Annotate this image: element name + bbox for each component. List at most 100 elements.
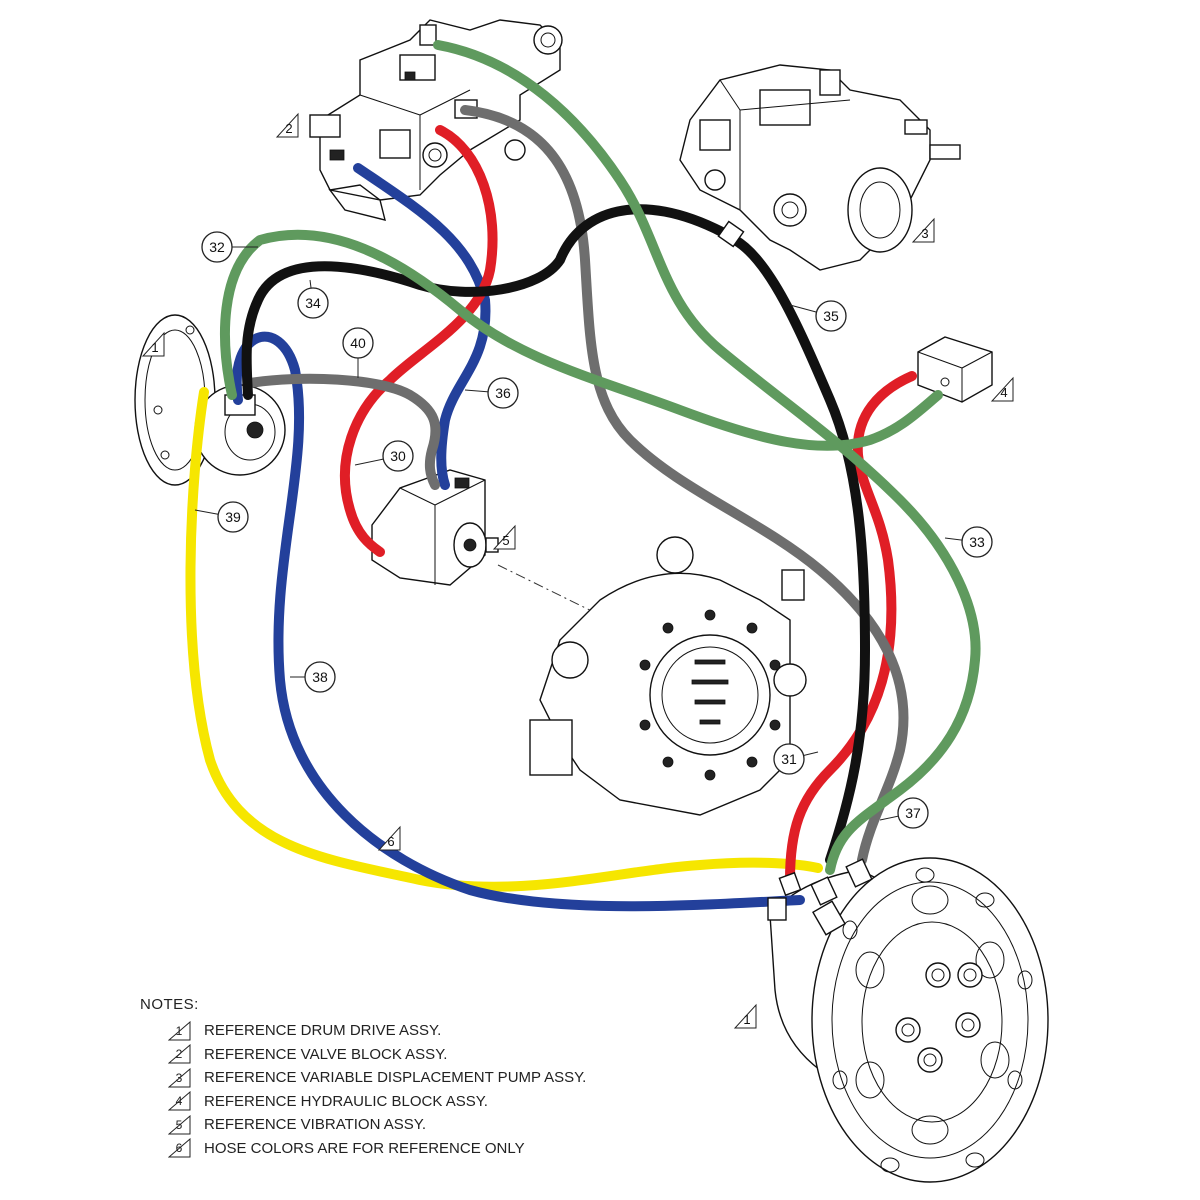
- reference-triangle-1: 1: [141, 331, 165, 357]
- callout-number: 34: [305, 295, 321, 311]
- notes-heading: NOTES:: [140, 996, 199, 1013]
- triangle-number: 1: [743, 1012, 750, 1027]
- hose-34-black: [730, 235, 870, 865]
- note-triangle-icon: 4: [168, 1091, 192, 1111]
- callout-number: 36: [495, 385, 511, 401]
- hose-32-green: [220, 229, 943, 451]
- housing-bolts: [639, 609, 781, 781]
- note-triangle-icon: 2: [168, 1044, 192, 1064]
- callout-number: 39: [225, 509, 241, 525]
- note-text: REFERENCE VARIABLE DISPLACEMENT PUMP ASS…: [204, 1069, 587, 1087]
- callout-circle: [382, 440, 414, 472]
- triangle-number: 6: [387, 834, 394, 849]
- triangle-number: 1: [151, 340, 158, 355]
- callout-number: 38: [312, 669, 328, 685]
- callout-40: 40: [342, 327, 374, 378]
- hose-36-blue: [353, 163, 491, 490]
- callout-circle: [342, 327, 374, 359]
- callout-circle: [297, 287, 329, 319]
- note-number: 4: [175, 1094, 183, 1109]
- callout-circle: [815, 300, 847, 332]
- note-text: REFERENCE VIBRATION ASSY.: [204, 1116, 427, 1134]
- hose-39-yellow: [185, 387, 823, 892]
- vibration-housing: [529, 536, 807, 816]
- note-number: 2: [175, 1047, 183, 1062]
- variable-displacement-pump: [679, 64, 961, 271]
- callout-32: 32: [201, 231, 258, 263]
- callout-circle: [217, 501, 249, 533]
- callout-37: 37: [879, 797, 929, 829]
- reference-triangle-3: 3: [911, 217, 935, 243]
- triangle-number: 2: [285, 121, 292, 136]
- callout-35: 35: [789, 300, 847, 332]
- note-number: 3: [175, 1070, 183, 1085]
- note-triangle-icon: 6: [168, 1138, 192, 1158]
- callout-circle: [487, 377, 519, 409]
- callout-34: 34: [297, 279, 329, 319]
- note-number: 5: [175, 1117, 183, 1132]
- note-number: 6: [175, 1141, 183, 1156]
- note-item: 2 REFERENCE VALVE BLOCK ASSY.: [168, 1043, 760, 1067]
- callout-31: 31: [773, 743, 819, 775]
- drum-drive-right: [769, 857, 1049, 1183]
- callout-number: 31: [781, 751, 797, 767]
- note-text: REFERENCE HYDRAULIC BLOCK ASSY.: [204, 1092, 488, 1110]
- triangle-shape: [141, 331, 165, 357]
- hose-40-gray: [245, 373, 441, 490]
- note-text: REFERENCE DRUM DRIVE ASSY.: [204, 1022, 442, 1040]
- callout-group: 32 34 40 36 30 35 39 38 33 31 37: [194, 231, 993, 829]
- note-item: 6 HOSE COLORS ARE FOR REFERENCE ONLY: [168, 1137, 760, 1161]
- note-triangle-icon: 3: [168, 1067, 192, 1088]
- callout-number: 32: [209, 239, 225, 255]
- callout-number: 40: [350, 335, 366, 351]
- triangle-shape: [492, 524, 516, 550]
- callout-circle: [897, 797, 929, 829]
- callout-33: 33: [944, 526, 993, 558]
- reference-triangle-5: 5: [492, 524, 516, 550]
- callout-number: 33: [969, 534, 985, 550]
- hose-33-green: [433, 40, 981, 875]
- note-item: 5 REFERENCE VIBRATION ASSY.: [168, 1113, 760, 1137]
- triangle-shape: [733, 1003, 757, 1029]
- callout-circle: [773, 743, 805, 775]
- triangle-number: 5: [502, 533, 509, 548]
- reference-triangle-4: 4: [990, 376, 1014, 402]
- hydraulic-block: [917, 336, 993, 403]
- note-text: REFERENCE VALVE BLOCK ASSY.: [204, 1045, 448, 1063]
- hose-30-red: [339, 125, 498, 557]
- drum-fittings: [717, 220, 873, 936]
- callout-number: 35: [823, 308, 839, 324]
- callout-38: 38: [290, 661, 336, 693]
- triangle-shape: [990, 376, 1014, 402]
- callout-number: 37: [905, 805, 921, 821]
- callout-circle: [961, 526, 993, 558]
- note-item: 1 REFERENCE DRUM DRIVE ASSY.: [168, 1019, 760, 1043]
- note-triangle-icon: 5: [168, 1114, 192, 1135]
- triangle-number: 3: [921, 226, 928, 241]
- triangle-shape: [377, 825, 401, 851]
- hose-38-blue: [231, 331, 805, 912]
- drum-bolt-holes: [832, 867, 1033, 1173]
- note-item: 3 REFERENCE VARIABLE DISPLACEMENT PUMP AS…: [168, 1066, 760, 1090]
- note-text: HOSE COLORS ARE FOR REFERENCE ONLY: [204, 1139, 525, 1157]
- callout-39: 39: [194, 501, 249, 533]
- hose-31-red: [785, 371, 917, 885]
- triangle-shape: [275, 112, 299, 138]
- note-item: 4 REFERENCE HYDRAULIC BLOCK ASSY.: [168, 1090, 760, 1114]
- callout-30: 30: [354, 440, 414, 472]
- callout-circle: [304, 661, 336, 693]
- triangle-number: 4: [1000, 385, 1007, 400]
- triangle-shape: [911, 217, 935, 243]
- reference-triangle-2: 2: [275, 112, 299, 138]
- valve-block-assembly: [309, 19, 563, 221]
- reference-triangle-1: 1: [733, 1003, 757, 1029]
- note-number: 1: [175, 1023, 183, 1038]
- drum-window-holes: [855, 885, 1010, 1145]
- note-triangle-icon: 1: [168, 1020, 192, 1041]
- callout-36: 36: [464, 377, 519, 409]
- reference-triangle-6: 6: [377, 825, 401, 851]
